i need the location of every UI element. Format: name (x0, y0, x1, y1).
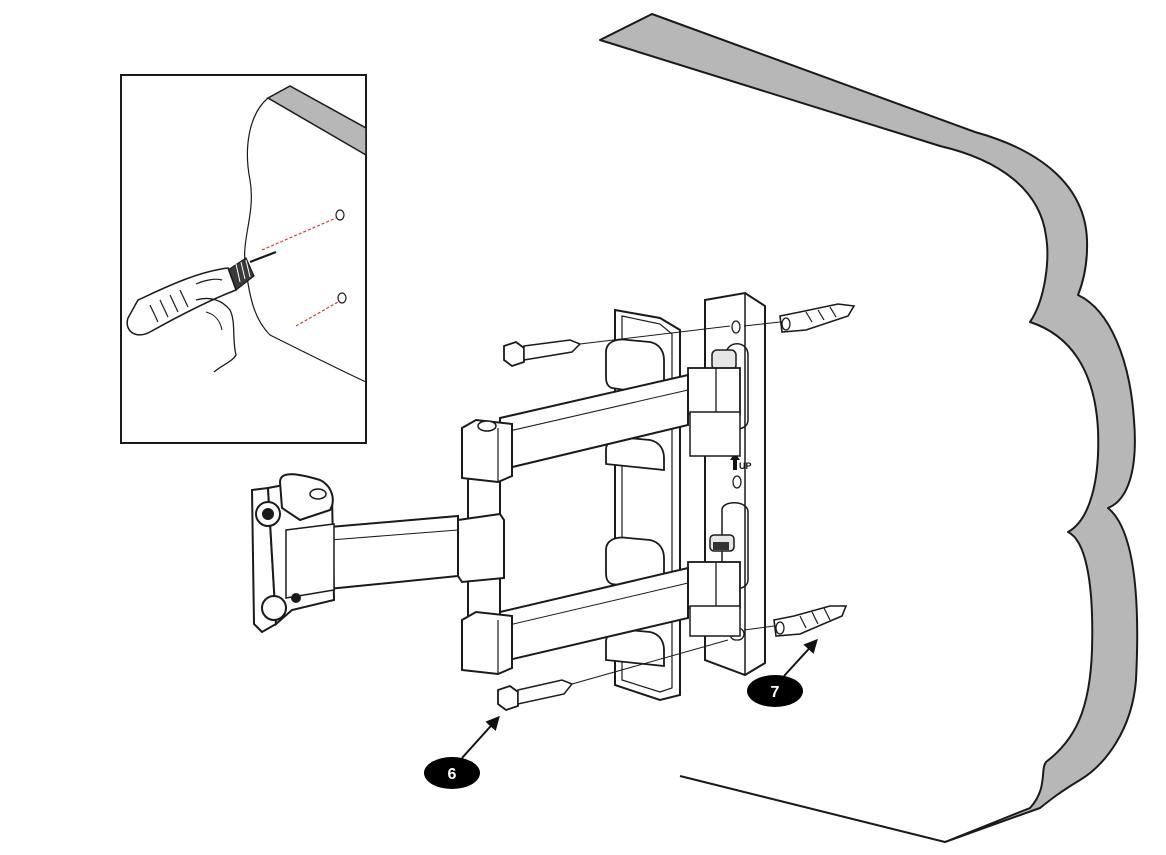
inset-wall-edge (266, 85, 367, 157)
callout-7-number: 7 (771, 684, 780, 701)
anchor-lower (743, 605, 848, 637)
plate-hole-mid (732, 475, 742, 489)
callout-7-badge (747, 675, 803, 707)
tilt-head (250, 473, 336, 634)
anchor-icon (779, 303, 856, 333)
bolt-upper-guide (579, 325, 731, 345)
upper-pivot-cap (461, 418, 513, 484)
callout-6-leader (461, 715, 500, 759)
short-arm (317, 514, 459, 592)
drill-icon (126, 250, 277, 336)
upper-nut (711, 349, 737, 371)
bolt-lower (497, 639, 729, 712)
bolt-upper (503, 325, 731, 368)
anchor-upper (743, 303, 856, 333)
callout-6-number: 6 (448, 766, 457, 783)
wall-plate: UP (605, 291, 766, 702)
drill-guide-upper (261, 217, 337, 251)
plate-hole-top (731, 320, 741, 334)
up-arrow-icon (730, 453, 740, 470)
lower-hinge-block (687, 561, 741, 609)
callout-6-badge (424, 757, 480, 789)
up-marking: UP (730, 453, 752, 471)
drill-guide-lower (295, 301, 339, 327)
mid-collar (457, 512, 505, 584)
tilt-knob-lower (261, 595, 287, 621)
up-label: UP (739, 461, 752, 471)
callout-6: 6 (424, 715, 500, 789)
articulating-arms (317, 373, 689, 676)
lower-pivot-cap (461, 610, 513, 676)
drilling-inset (120, 74, 367, 444)
wall (599, 13, 1139, 843)
callout-7-leader (783, 638, 818, 677)
upper-hinge-block (687, 367, 741, 415)
drill-hole-lower (337, 292, 347, 304)
wall-bottom-edge (679, 775, 946, 843)
drill-hole-upper (335, 209, 345, 221)
hand-icon (195, 297, 237, 373)
callout-7: 7 (747, 638, 818, 707)
wall-edge-band (599, 13, 1139, 843)
bolt-icon (503, 339, 582, 368)
bolt-lower-guide (571, 639, 729, 685)
